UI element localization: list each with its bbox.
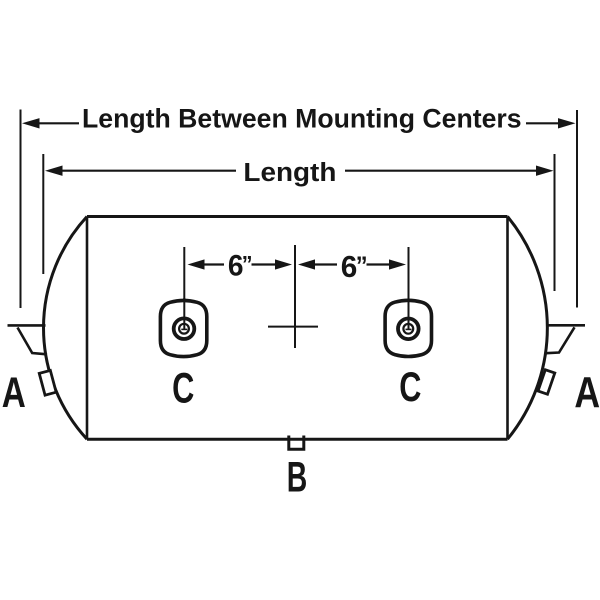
svg-text:A: A	[574, 369, 600, 417]
svg-text:6: 6	[341, 249, 358, 284]
svg-text:”: ”	[356, 253, 368, 281]
svg-text:C: C	[172, 365, 194, 412]
svg-text:”: ”	[242, 251, 253, 277]
svg-text:Length: Length	[243, 158, 336, 187]
svg-text:6: 6	[228, 250, 244, 283]
svg-text:A: A	[2, 369, 26, 417]
svg-text:B: B	[287, 453, 308, 501]
svg-text:Length Between Mounting Center: Length Between Mounting Centers	[82, 103, 522, 133]
svg-text:C: C	[399, 363, 421, 410]
